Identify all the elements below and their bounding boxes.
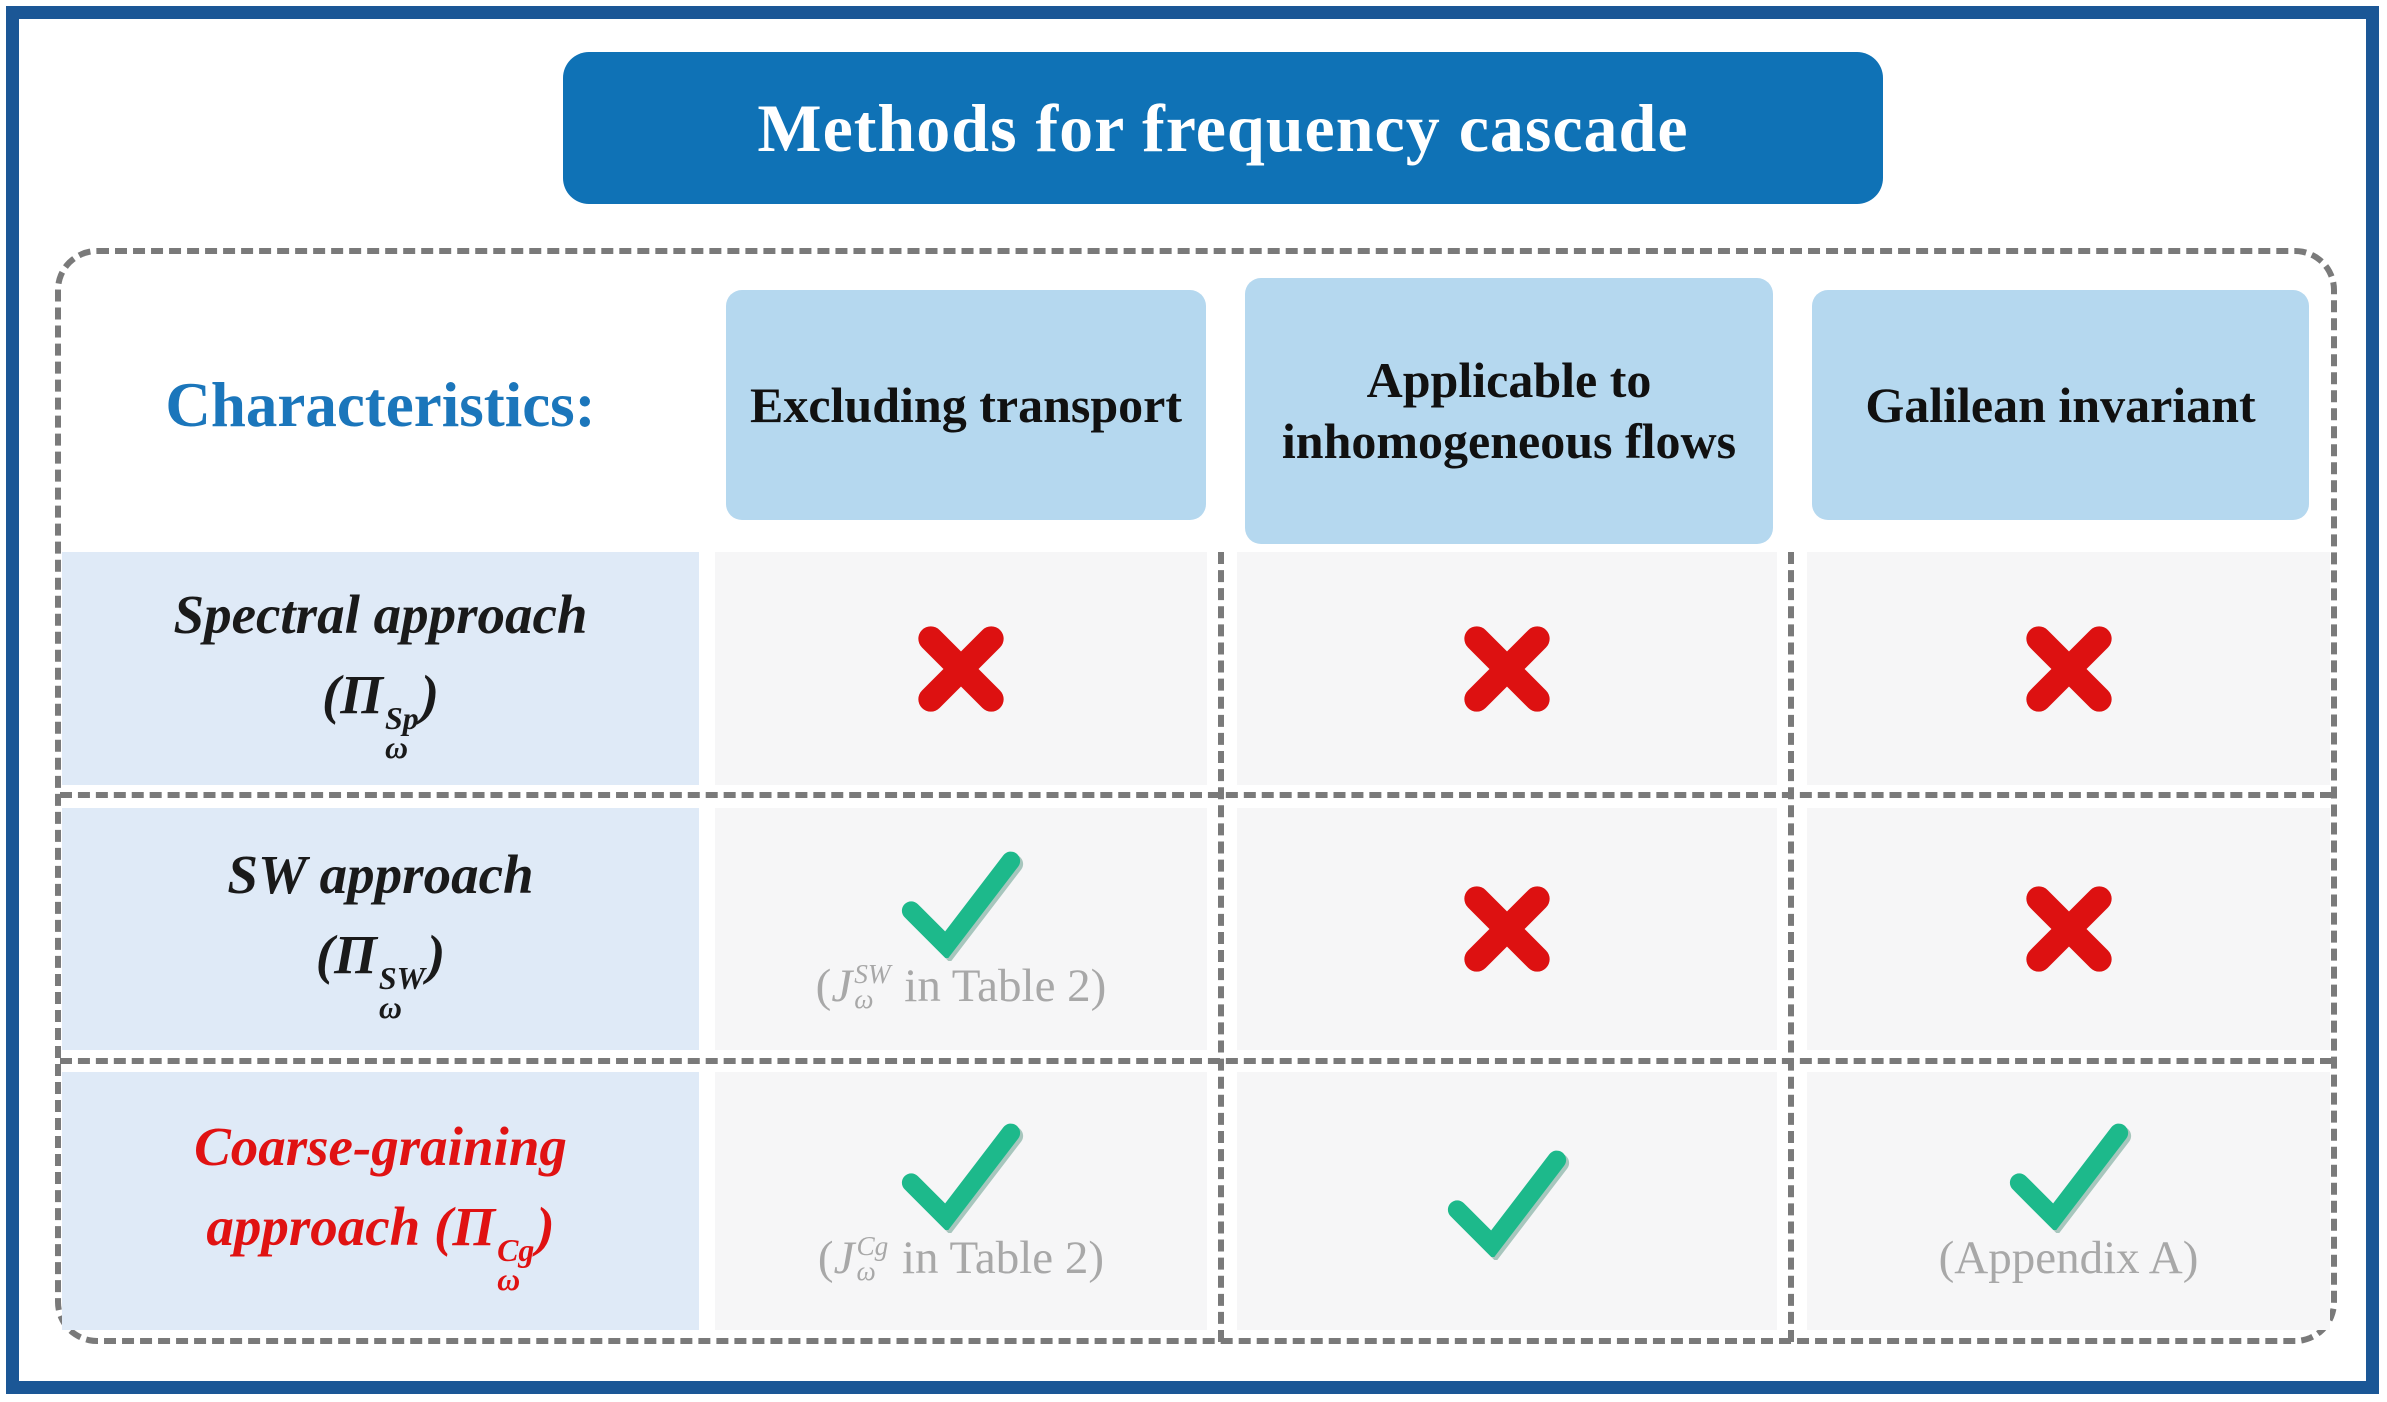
check-icon (1447, 1150, 1567, 1257)
pi-symbol: Π (452, 1196, 496, 1258)
check-icon (2009, 1123, 2128, 1231)
row-label-text: Coarse-graining (194, 1116, 567, 1178)
characteristics-label: Characteristics: (165, 369, 596, 440)
check-icon (901, 1123, 1021, 1230)
check-icon (901, 851, 1021, 958)
cross-icon (2025, 625, 2112, 712)
figure-title: Methods for frequency cascade (757, 89, 1689, 166)
characteristics-cell: Characteristics: (62, 285, 699, 525)
cell-spectral-inhomogeneous-flows (1237, 552, 1777, 785)
cell-note: (Appendix A) (1938, 1232, 2199, 1285)
pi-symbol: Π (334, 924, 377, 986)
cell-sw-inhomogeneous-flows (1237, 808, 1777, 1050)
column-divider-2 (1788, 552, 1794, 1342)
row-divider-2 (60, 1058, 2332, 1064)
row-label-text: Spectral approach (173, 583, 588, 645)
outer-border (6, 6, 2379, 1394)
cell-coarse-graining-inhomogeneous-flows (1237, 1072, 1777, 1330)
row-divider-1 (60, 792, 2332, 798)
cell-spectral-galilean-invariant (1807, 552, 2330, 785)
cell-coarse-graining-galilean-invariant: (Appendix A) (1807, 1072, 2330, 1330)
cross-icon (1464, 625, 1550, 712)
title-banner: Methods for frequency cascade (563, 52, 1883, 204)
cell-sw-galilean-invariant (1807, 808, 2330, 1050)
cross-icon (2025, 886, 2112, 972)
row-label-text: SW approach (227, 844, 534, 906)
pi-symbol: Π (340, 663, 384, 725)
cell-spectral-excluding-transport (715, 552, 1207, 785)
column-header-excluding-transport: Excluding transport (726, 290, 1206, 520)
cross-icon (1464, 886, 1550, 972)
column-divider-1 (1218, 552, 1224, 1342)
column-header-galilean-invariant: Galilean invariant (1812, 290, 2309, 520)
column-header-inhomogeneous-flows: Applicable to inhomogeneous flows (1245, 278, 1773, 544)
table-frame (55, 248, 2337, 1344)
cross-icon (918, 625, 1004, 712)
